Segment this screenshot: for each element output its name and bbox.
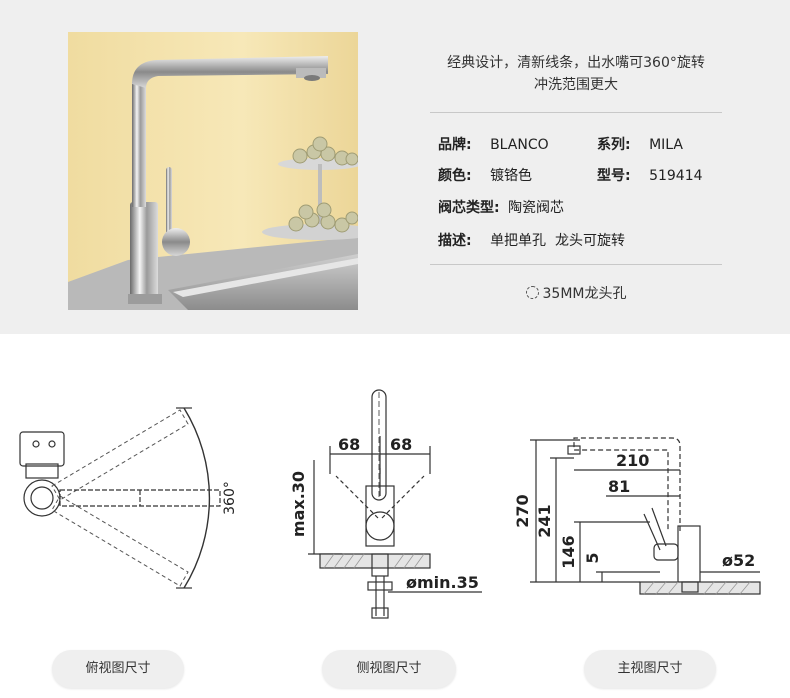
spec-series: 系列: MILA <box>597 134 683 154</box>
tap-hole-spec: 35MM龙头孔 <box>430 283 722 303</box>
spec-model-key: 型号: <box>597 168 631 184</box>
faucet-photo-illustration <box>68 32 358 310</box>
spec-valve-core-value: 陶瓷阀芯 <box>508 200 565 216</box>
side-view-dim-left: 68 <box>338 435 360 454</box>
spec-brand-key: 品牌: <box>438 137 472 153</box>
spec-color-key: 颜色: <box>438 168 472 184</box>
slogan-line-1: 经典设计，清新线条，出水嘴可360°旋转 <box>447 55 705 71</box>
faucet-photo <box>68 32 358 310</box>
spec-model: 型号: 519414 <box>597 165 703 185</box>
spec-color-value: 镀铬色 <box>490 168 533 184</box>
side-view-drawing: 68 68 max.30 ømin.35 <box>289 389 482 619</box>
spec-description-key: 描述: <box>438 233 472 249</box>
spec-brand-value: BLANCO <box>490 137 549 153</box>
spec-series-value: MILA <box>649 137 683 153</box>
slogan-line-2: 冲洗范围更大 <box>534 77 618 93</box>
front-view-dim-small: 5 <box>583 552 602 563</box>
side-view-dim-height: max.30 <box>289 471 308 537</box>
spec-model-value: 519414 <box>649 168 703 184</box>
front-view-drawing: 210 81 270 241 146 5 ø52 <box>513 437 761 595</box>
spec-color: 颜色: 镀铬色 <box>438 165 532 185</box>
front-view-diagram: 210 81 270 241 146 5 ø52 <box>510 376 780 626</box>
front-view-dim-total: 270 <box>513 494 532 527</box>
caption-front-view: 主视图尺寸 <box>584 650 716 688</box>
slogan: 经典设计，清新线条，出水嘴可360°旋转 冲洗范围更大 <box>430 52 722 96</box>
front-view-dim-base: ø52 <box>722 551 755 570</box>
front-view-dim-spout: 241 <box>535 504 554 537</box>
caption-top-view: 俯视图尺寸 <box>52 650 184 688</box>
tap-hole-text: 35MM龙头孔 <box>542 286 627 302</box>
spec-brand: 品牌: BLANCO <box>438 134 549 154</box>
side-view-dim-hole: ømin.35 <box>406 573 479 592</box>
spec-description: 描述: 单把单孔 龙头可旋转 <box>438 230 625 250</box>
top-view-drawing: 360° <box>19 407 238 589</box>
caption-side-view: 侧视图尺寸 <box>322 650 456 688</box>
dashed-circle-icon <box>525 286 539 299</box>
divider-bottom <box>430 264 722 265</box>
spec-info: 经典设计，清新线条，出水嘴可360°旋转 冲洗范围更大 <box>430 40 722 96</box>
side-view-diagram: 68 68 max.30 ømin.35 <box>282 376 502 626</box>
front-view-dim-lever: 146 <box>559 535 578 568</box>
divider-top <box>430 112 722 113</box>
spec-valve-core-key: 阀芯类型: <box>438 200 500 216</box>
front-view-dim-handle: 81 <box>608 477 630 496</box>
product-info-panel: 经典设计，清新线条，出水嘴可360°旋转 冲洗范围更大 品牌: BLANCO 系… <box>0 0 790 334</box>
front-view-dim-reach: 210 <box>616 451 649 470</box>
side-view-dim-right: 68 <box>390 435 412 454</box>
spec-valve-core: 阀芯类型: 陶瓷阀芯 <box>438 197 564 217</box>
spec-series-key: 系列: <box>597 137 631 153</box>
top-view-angle-label: 360° <box>222 481 238 515</box>
top-view-diagram: 360° <box>12 376 262 626</box>
spec-description-value: 单把单孔 龙头可旋转 <box>490 233 625 249</box>
